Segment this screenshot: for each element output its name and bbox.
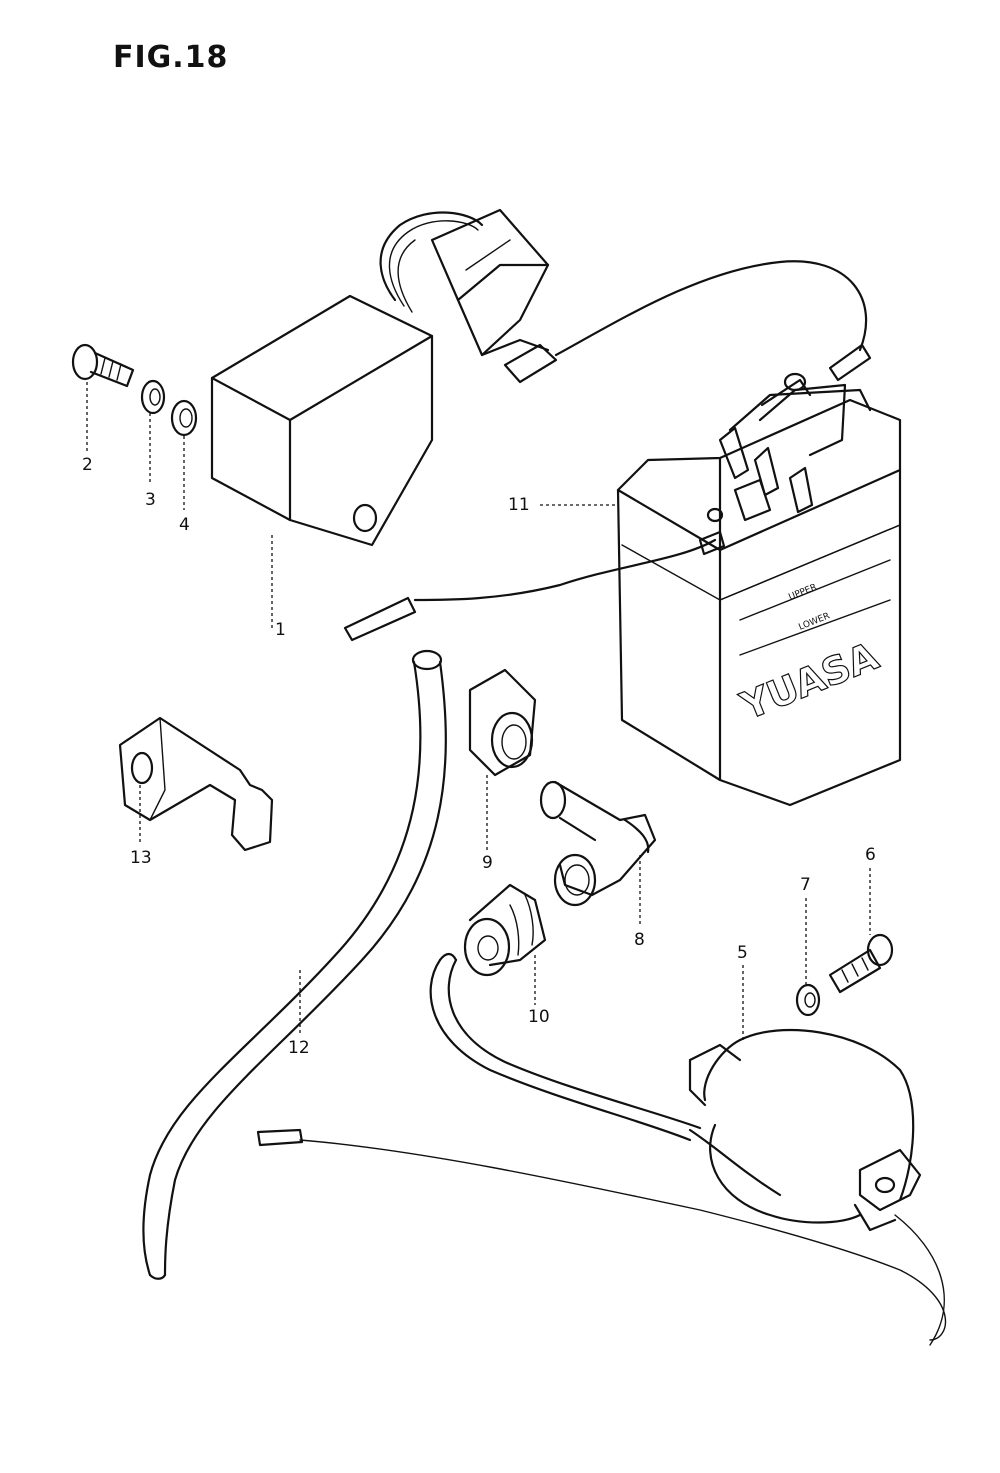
leader-lines (86, 382, 871, 1040)
callout-7: 7 (800, 875, 811, 895)
plug-cap-8 (539, 780, 657, 907)
figure-title: FIG.18 (113, 40, 229, 75)
boot-9 (468, 668, 537, 777)
boot-10 (463, 883, 547, 977)
battery-upper-label: UPPER (787, 582, 818, 602)
battery-lower-label: LOWER (797, 611, 831, 632)
breather-tube (142, 649, 447, 1280)
callout-4: 4 (179, 515, 190, 535)
callout-12: 12 (288, 1038, 310, 1058)
battery-brand: YUASA (734, 634, 885, 729)
lock-washer-3 (140, 379, 166, 415)
callout-1: 1 (275, 620, 286, 640)
callout-9: 9 (482, 853, 493, 873)
bolt-2 (71, 343, 135, 388)
washer-7 (795, 983, 821, 1017)
callout-6: 6 (865, 845, 876, 865)
callout-2: 2 (82, 455, 93, 475)
ignition-coil (256, 952, 947, 1346)
screw-6 (828, 933, 894, 994)
callout-13: 13 (130, 848, 152, 868)
callout-5: 5 (737, 943, 748, 963)
clamp (118, 716, 274, 852)
battery: UPPER LOWER YUASA (343, 372, 902, 807)
washer-4 (170, 399, 198, 437)
callout-11: 11 (508, 495, 530, 515)
callout-3: 3 (145, 490, 156, 510)
callout-8: 8 (634, 930, 645, 950)
cdi-unit (210, 208, 872, 547)
callout-10: 10 (528, 1007, 550, 1027)
